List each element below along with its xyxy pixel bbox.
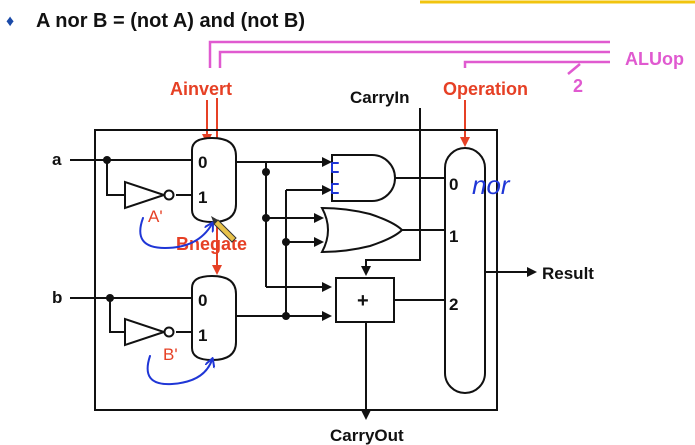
page-title: A nor B = (not A) and (not B) [36, 10, 305, 32]
nor-annotation: nor [472, 170, 511, 200]
input-a-wiring [70, 156, 192, 196]
b-mux [191, 274, 237, 362]
and-gate [331, 154, 396, 202]
a-prime-annotation: A' [148, 207, 163, 226]
a-invert-curve-arrow [139, 217, 212, 249]
carryin-label: CarryIn [350, 88, 410, 107]
aluop-label: ALUop [625, 49, 684, 69]
ainvert-label: Ainvert [170, 79, 232, 99]
a-mux-input-1: 1 [198, 188, 207, 207]
a-mux-input-0: 0 [198, 153, 207, 172]
a-output-wiring [236, 157, 332, 292]
b-invert-curve-arrow [146, 355, 212, 386]
gate-output-wiring [394, 177, 445, 301]
b-mux-input-0: 0 [198, 291, 207, 310]
carryout-label: CarryOut [330, 426, 404, 445]
inverter-a [124, 180, 175, 210]
input-b-label: b [52, 288, 62, 307]
operation-label: Operation [443, 79, 528, 99]
b-prime-annotation: B' [163, 345, 178, 364]
inverter-b [124, 317, 175, 347]
op-mux-input-1: 1 [449, 227, 458, 246]
result-label: Result [542, 264, 594, 283]
b-output-wiring [236, 185, 332, 321]
aluop-bus [208, 40, 610, 75]
input-b-wiring [70, 294, 192, 333]
title-bullet: ♦ [6, 13, 14, 30]
or-gate [320, 206, 404, 254]
a-mux [191, 136, 237, 224]
aluop-width-label: 2 [573, 76, 583, 96]
op-mux-input-0: 0 [449, 175, 458, 194]
op-mux-input-2: 2 [449, 295, 458, 314]
pen-cursor-icon [211, 216, 237, 243]
alu-bit-box [94, 129, 498, 411]
adder [335, 277, 395, 323]
adder-symbol: + [357, 290, 369, 312]
carryin-wire [361, 108, 421, 276]
b-mux-input-1: 1 [198, 326, 207, 345]
operation-mux [444, 147, 486, 394]
and-input-marks [331, 162, 339, 194]
input-a-label: a [52, 150, 62, 169]
